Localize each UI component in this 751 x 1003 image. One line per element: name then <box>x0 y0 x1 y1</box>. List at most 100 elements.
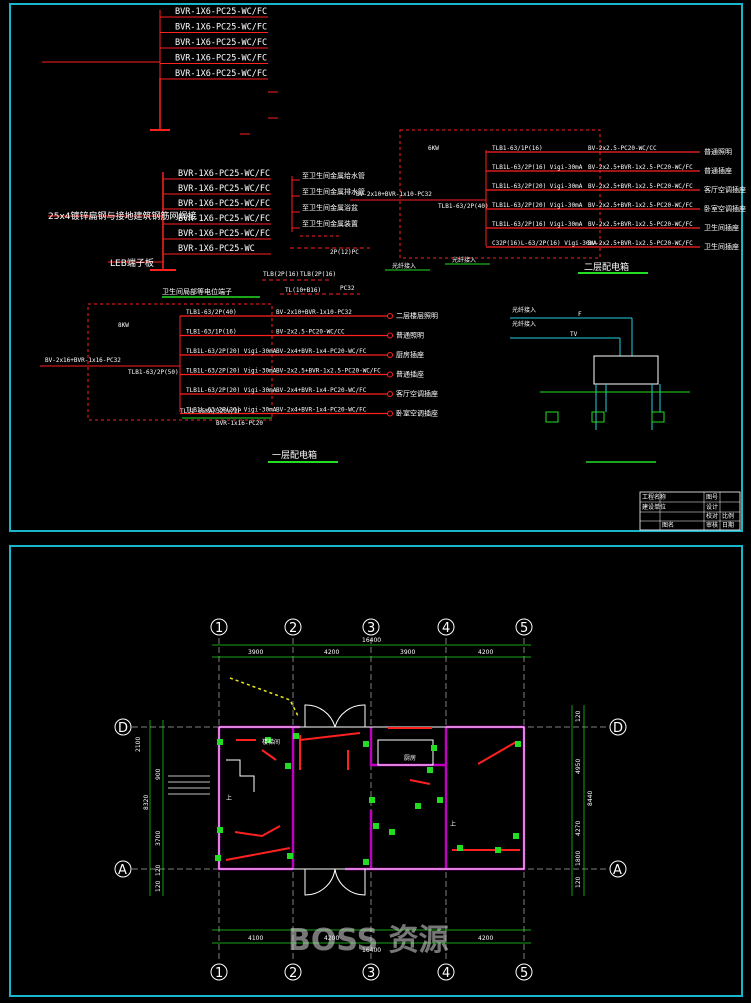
floor1-distribution-box: 8KW BV-2x16+BVR-1x16-PC32 TLB1-63/2P(50)… <box>40 303 438 463</box>
axis-bubble <box>362 618 380 636</box>
outlet-symbol-icon <box>431 745 437 751</box>
load-label: 客厅空调插座 <box>704 185 746 194</box>
dim-right: 120 <box>575 876 582 888</box>
row-label-a: A <box>613 863 622 878</box>
outlet-symbol-icon <box>437 797 443 803</box>
dim-bottom: 4200 <box>478 935 493 942</box>
cable-label: BV-2x10+BVR-1x10-PC32 <box>276 309 352 316</box>
load-outlet-icon <box>387 332 393 339</box>
load-label: 卫生间插座 <box>704 223 739 232</box>
mid-label: PC32 <box>340 285 355 292</box>
bath-item: 至卫生间金属浴盆 <box>302 203 358 212</box>
load-label: 卧室空调插座 <box>704 204 746 213</box>
axis-label: 3 <box>367 621 375 636</box>
floor2-title: 二层配电箱 <box>584 261 629 273</box>
tv-label: TV <box>570 331 578 338</box>
floor2-main-breaker: TLB1-63/2P(40) <box>438 203 489 210</box>
tb-cell: 审核 <box>706 521 718 529</box>
fiber-label: 光纤接入 <box>392 262 416 270</box>
dim-right: 8440 <box>587 791 594 806</box>
tb-cell: 建设单位 <box>642 503 666 511</box>
axis-bubble <box>210 618 228 636</box>
load-label: 厨房插座 <box>396 350 424 359</box>
dim-left: 3700 <box>155 831 162 846</box>
outlet-symbol-icon <box>265 737 271 743</box>
breaker-label: TLB1L-63/2P(16) Vigi-30mA <box>492 164 583 171</box>
spd-label: TLU1-65KA/320V/2P <box>180 408 242 415</box>
outlet-symbol-icon <box>285 763 291 769</box>
tb-cell: 图号 <box>706 494 718 501</box>
dim-left: 8320 <box>143 795 150 810</box>
riser2-cable-label: BVR-1X6-PC25-WC <box>178 244 255 254</box>
riser-2: BVR-1X6-PC25-WC/FCBVR-1X6-PC25-WC/FCBVR-… <box>48 169 271 271</box>
dim-bottom: 4100 <box>248 935 263 942</box>
floor1-feed: BV-2x16+BVR-1x16-PC32 <box>45 357 121 364</box>
outlet-symbol-icon <box>515 741 521 747</box>
total-dim: 16400 <box>362 947 381 954</box>
axis-bubble <box>284 963 302 981</box>
equipotential-label: 卫生间局部等电位端子 <box>162 287 232 296</box>
outlet-symbol-icon <box>457 845 463 851</box>
bath-item: 至卫生间金属排水管 <box>302 187 365 196</box>
breaker-label: TLB1L-63/2P(20) Vigi-30mA <box>492 202 583 209</box>
outlet-symbol-icon <box>287 853 293 859</box>
mid-label: TLB(2P(16) <box>300 271 336 278</box>
breaker-label: TLB1-63/1P(16) <box>186 329 237 336</box>
cable-label: BV-2x2.5+BVR-1x2.5-PC20-WC/FC <box>588 240 693 247</box>
axis-label: 2 <box>289 966 297 981</box>
outlet-symbol-icon <box>389 829 395 835</box>
mid-label: 2P(12)PC <box>330 249 359 256</box>
riser1-cable-label: BVR-1X6-PC25-WC/FC <box>175 7 267 17</box>
floor1-main-breaker: TLB1-63/2P(50) <box>128 369 179 376</box>
load-label: 卫生间插座 <box>704 242 739 251</box>
fiber-in: 光纤接入 <box>512 320 536 328</box>
load-label: 客厅空调插座 <box>396 389 438 398</box>
room-label: 厨房 <box>404 754 416 762</box>
dim-top: 3900 <box>248 649 263 656</box>
dim-left: 120 <box>155 864 162 876</box>
cable-label: BV-2x4+BVR-1x4-PC20-WC/FC <box>276 407 367 414</box>
breaker-label: TLB1L-63/2P(20) Vigi-30mA <box>492 183 583 190</box>
load-label: 普通照明 <box>396 331 424 340</box>
title-block: 工程名称 建设单位 图号 设计 校对 审核 图名 比例 日期 <box>639 491 741 531</box>
breaker-label: TLB1L-63/2P(20) Vigi-30mA <box>186 348 277 355</box>
cable-label: BV-2x4+BVR-1x4-PC20-WC/FC <box>276 387 367 394</box>
riser2-cable-label: BVR-1X6-PC25-WC/FC <box>178 169 270 179</box>
breaker-label: TLB1L-63/2P(20) Vigi-30mA <box>186 368 277 375</box>
floor1-title: 一层配电箱 <box>272 449 317 461</box>
room-label: 上 <box>226 794 232 802</box>
floor2-kw: 6KW <box>428 145 439 152</box>
bottom-drawing-panel <box>9 545 743 997</box>
dim-right: 4270 <box>575 821 582 836</box>
dim-right: 4950 <box>575 759 582 774</box>
leb-label: LEB端子板 <box>110 257 154 269</box>
load-outlet-icon <box>387 352 393 358</box>
dim-right: 1800 <box>575 851 582 866</box>
dim-bottom: 4200 <box>324 935 339 942</box>
dim-top: 4200 <box>478 649 493 656</box>
outlet-symbol-icon <box>217 827 223 833</box>
fiber-label: 光纤接入 <box>452 256 476 264</box>
dim-left: 120 <box>155 880 162 892</box>
axis-label: 5 <box>520 621 528 636</box>
tb-cell: 比例 <box>722 512 734 520</box>
steel-note: 25x4镀锌扁钢与接地建筑钢筋网焊接 <box>48 210 197 222</box>
breaker-label: C32P(16)L-63/2P(16) Vigi-30mA <box>492 240 597 247</box>
breaker-label: TLB1L-63/2P(20) Vigi-30mA <box>186 407 277 414</box>
dim-top: 3900 <box>400 649 415 656</box>
floor1-kw: 8KW <box>118 322 129 329</box>
outlet-symbol-icon <box>427 767 433 773</box>
cable-label: BV-2x2.5+BVR-1x2.5-PC20-WC/FC <box>588 202 693 209</box>
outlet-symbol-icon <box>363 741 369 747</box>
fiber-in: 光纤接入 <box>512 306 536 314</box>
axis-label: 2 <box>289 621 297 636</box>
breaker-label: TLB1L-63/2P(16) Vigi-30mA <box>492 221 583 228</box>
mid-label: TLB(2P(16) <box>263 271 299 278</box>
tb-cell: 日期 <box>722 521 734 529</box>
axis-bubble <box>210 963 228 981</box>
spd-cable: BVR-1x16-PC20 <box>216 420 263 427</box>
bath-item: 至卫生间金属给水管 <box>302 171 365 180</box>
load-outlet-icon <box>387 391 393 397</box>
axis-label: 4 <box>442 621 450 636</box>
